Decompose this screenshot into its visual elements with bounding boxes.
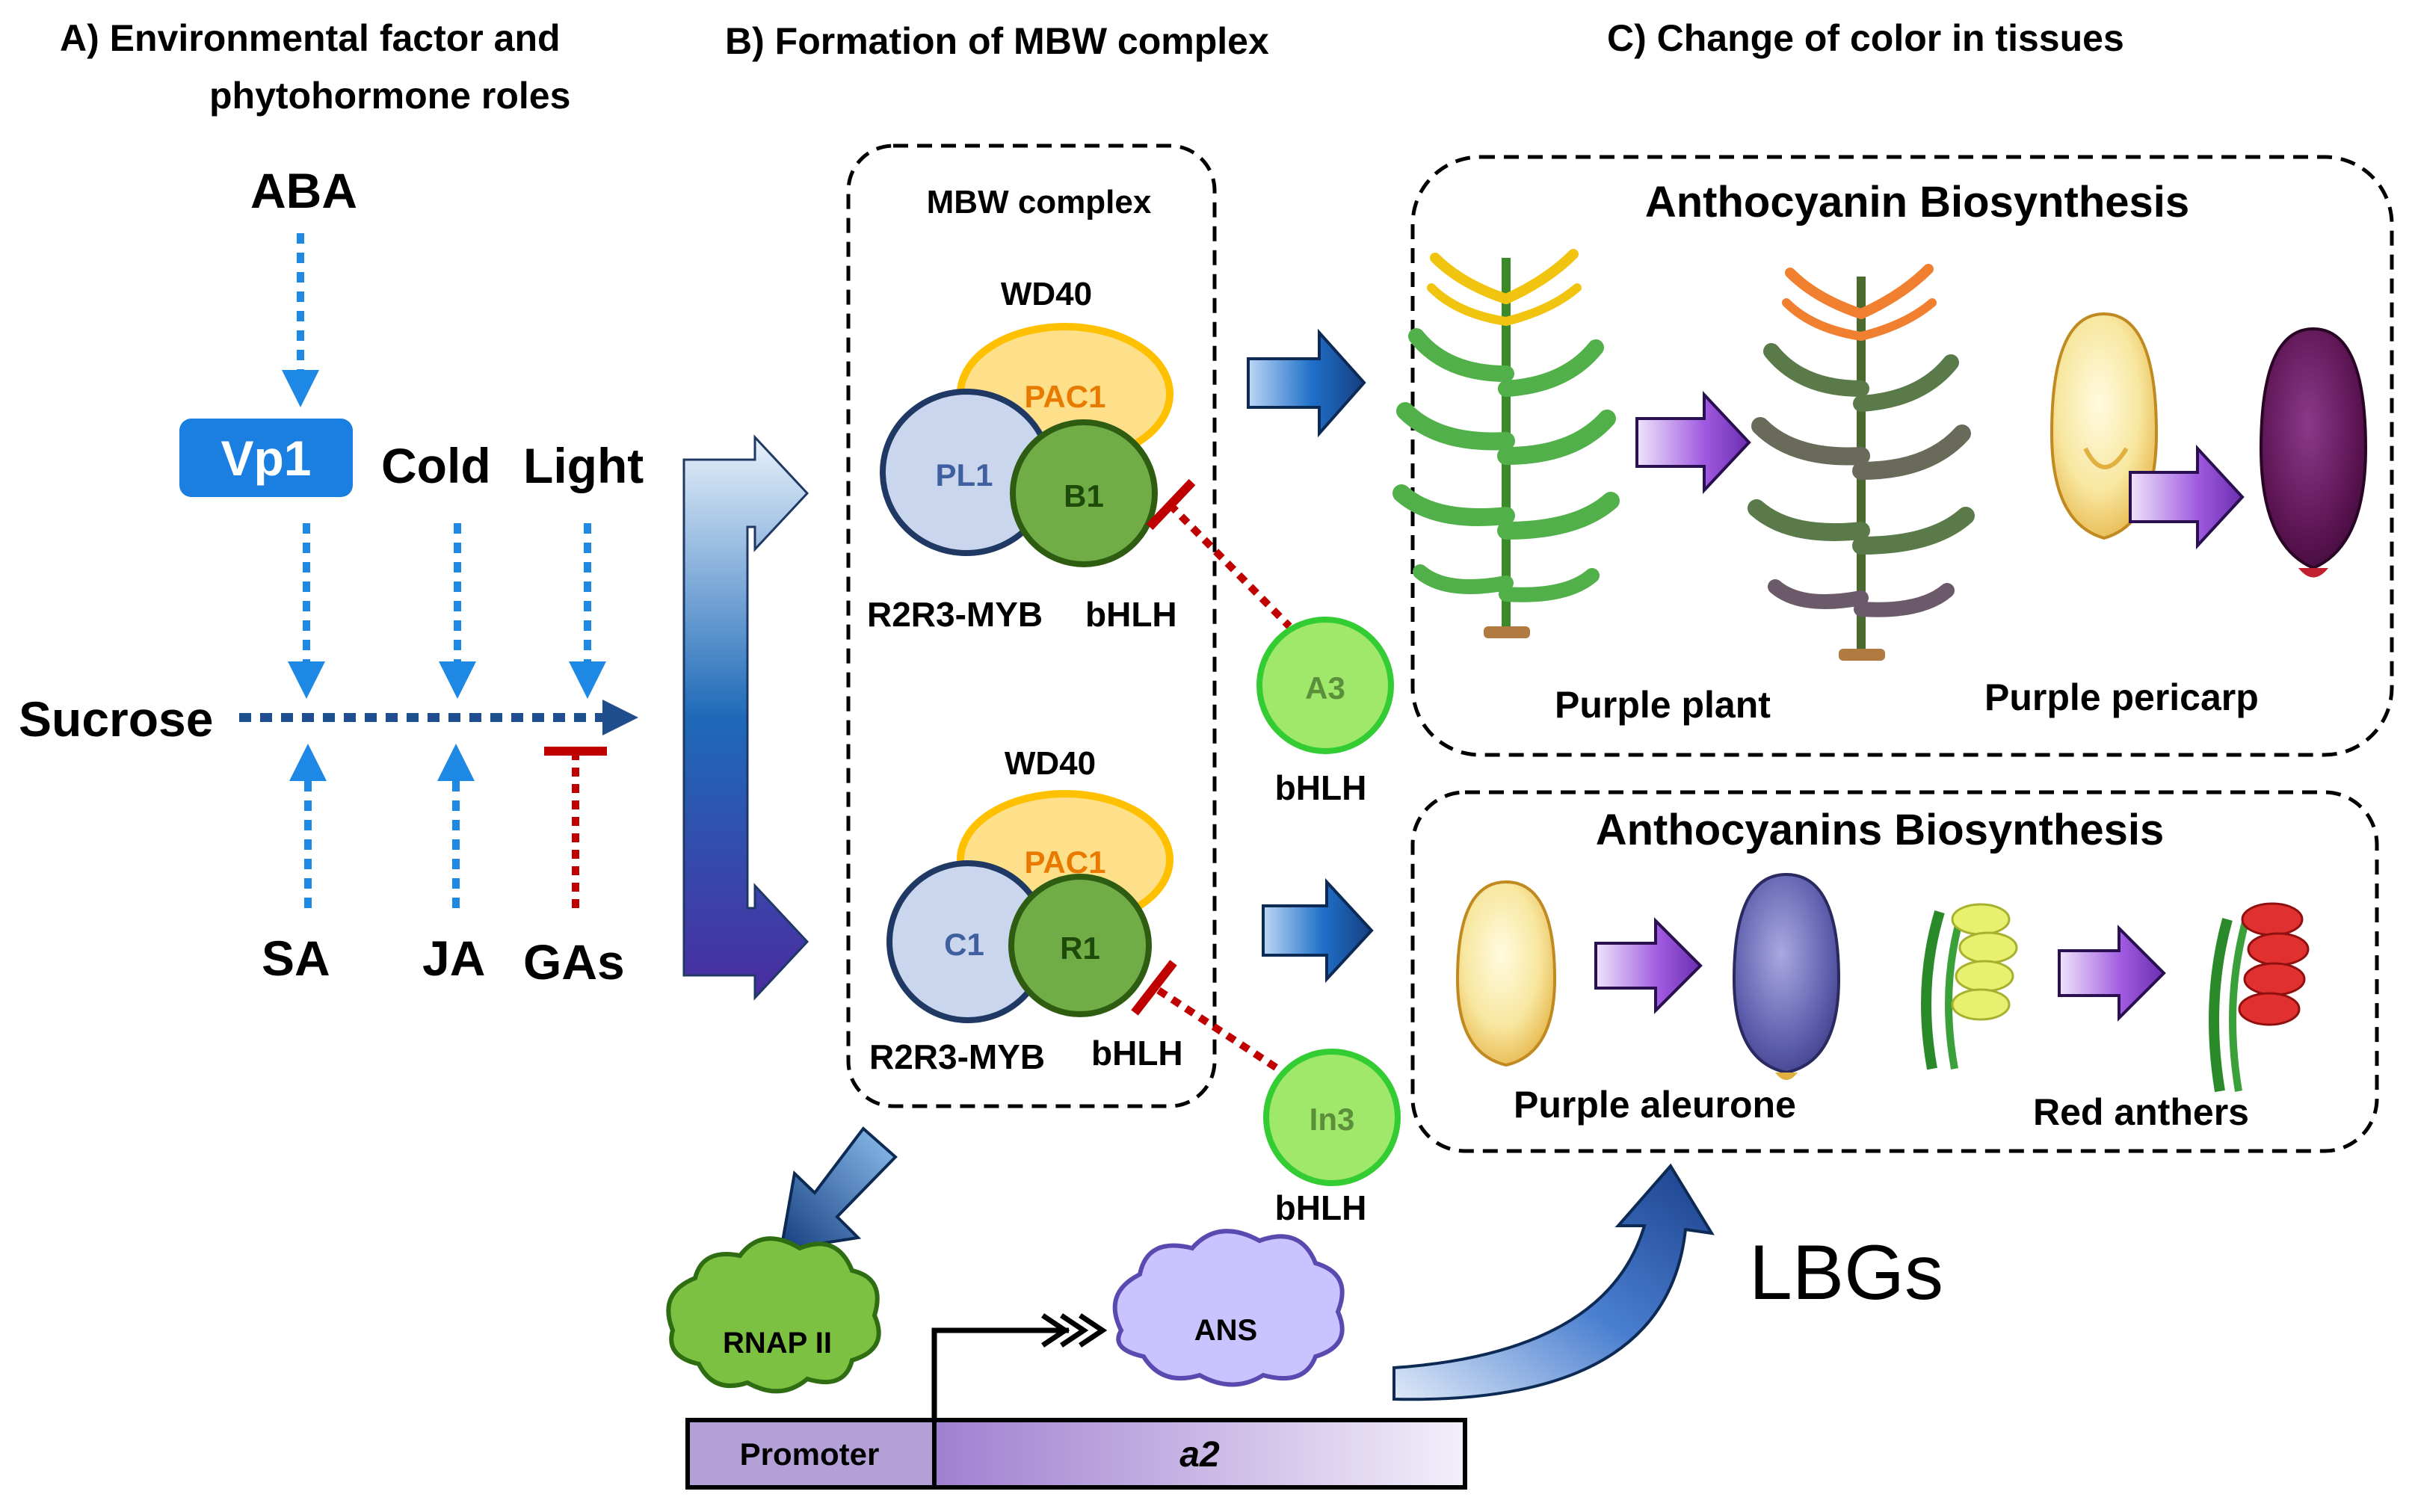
- complex1-to-box1-arrow: [1247, 328, 1366, 438]
- cold-label: Cold: [381, 438, 491, 493]
- a3-inhibit-line: [1167, 502, 1292, 629]
- in3-repressor: In3 bHLH: [1131, 960, 1401, 1227]
- wd40-label-1: WD40: [1001, 276, 1092, 312]
- red-anthers-caption: Red anthers: [2033, 1091, 2249, 1133]
- gas-label: GAs: [523, 934, 625, 990]
- tissue-box-2: [1410, 790, 2379, 1153]
- pl1-label: PL1: [935, 457, 993, 493]
- ans-label: ANS: [1194, 1314, 1257, 1347]
- pericarp-transition-arrow: [2129, 444, 2245, 550]
- light-label: Light: [523, 438, 644, 493]
- tissue-box-1: [1410, 155, 2394, 757]
- green-maize-plant-icon: [1392, 249, 1620, 638]
- plant-transition-arrow: [1635, 390, 1751, 495]
- b1-label: B1: [1064, 478, 1104, 513]
- a3-bhlh-label: bHLH: [1275, 768, 1367, 807]
- tissue-box-2-title: Anthocyanins Biosynthesis: [1596, 806, 2165, 854]
- complex2-to-box2-arrow: [1262, 877, 1374, 984]
- tissue-box-1-title: Anthocyanin Biosynthesis: [1645, 178, 2189, 226]
- ans-cloud: ANS: [1112, 1229, 1345, 1387]
- in3-inhibit-bar: [1131, 960, 1177, 1016]
- a3-label: A3: [1305, 670, 1345, 706]
- r1-protein: [1008, 874, 1152, 1017]
- promoter-label: Promoter: [740, 1437, 880, 1472]
- aleurone-transition-arrow: [1594, 917, 1703, 1014]
- r2r3-myb-label-1: R2R3-MYB: [867, 595, 1043, 634]
- mbw-complex-box: [846, 144, 1217, 1108]
- red-anthers-icon: [2209, 902, 2310, 1093]
- split-bracket-arrow: [682, 434, 809, 1001]
- mbw-complex-title: MBW complex: [927, 184, 1152, 220]
- panel-b-heading: B) Formation of MBW complex: [725, 20, 1269, 62]
- svg-text:phytohormone roles: phytohormone roles: [209, 75, 570, 117]
- a3-inhibit-bar: [1146, 478, 1196, 531]
- vp1-box: [179, 419, 353, 497]
- b1-protein: [1010, 419, 1158, 567]
- svg-text:A) Environmental factor and: A) Environmental factor and: [60, 17, 561, 59]
- complex-to-rnap-arrow: [779, 1126, 898, 1252]
- promoter-region: [685, 1418, 937, 1490]
- bhlh-label-2: bHLH: [1091, 1034, 1183, 1073]
- a3-repressor: A3 bHLH: [1146, 478, 1394, 807]
- in3-label: In3: [1310, 1102, 1355, 1137]
- purple-pericarp-caption: Purple pericarp: [1984, 676, 2259, 718]
- a2-gene-label: a2: [1179, 1435, 1220, 1475]
- mbw-complex-1: WD40 PAC1 PL1 B1 R2R3-MYB bHLH: [867, 276, 1177, 634]
- purple-maize-plant-icon: [1748, 264, 1975, 661]
- ans-to-tissue-curved-arrow: [1392, 1163, 1715, 1401]
- ja-label: JA: [422, 931, 485, 986]
- purple-plant-caption: Purple plant: [1555, 684, 1771, 726]
- purple-kernel-icon: [2259, 327, 2368, 578]
- wd40-label-2: WD40: [1005, 745, 1096, 782]
- a2-gene-region: [932, 1418, 1467, 1490]
- vp1-label: Vp1: [220, 431, 311, 486]
- in3-protein: [1263, 1049, 1401, 1186]
- c1-label: C1: [944, 927, 984, 962]
- transcription-start-arrow: [931, 1327, 1069, 1446]
- aba-label: ABA: [250, 163, 357, 218]
- purple-aleurone-kernel-icon: [1732, 872, 1841, 1080]
- sa-label: SA: [262, 931, 330, 986]
- panel-a: ABA Vp1 Cold Light Sucrose SA JA GAs: [19, 163, 644, 990]
- sucrose-label: Sucrose: [19, 691, 213, 747]
- yellow-aleurone-kernel-icon: [1455, 880, 1557, 1067]
- purple-aleurone-caption: Purple aleurone: [1514, 1084, 1796, 1126]
- yellow-anthers-icon: [1921, 903, 2018, 1070]
- gene-construct: Promoter a2: [685, 1418, 1467, 1490]
- a3-protein: [1256, 617, 1394, 754]
- rnap-ii-cloud: RNAP II: [666, 1236, 881, 1394]
- r2r3-myb-label-2: R2R3-MYB: [869, 1037, 1045, 1076]
- pac1-label-2: PAC1: [1025, 845, 1106, 880]
- r1-label: R1: [1060, 931, 1100, 966]
- panel-a-heading: A) Environmental factor and phytohormone…: [60, 17, 570, 117]
- in3-bhlh-label: bHLH: [1275, 1188, 1367, 1227]
- pac1-label-1: PAC1: [1025, 379, 1106, 414]
- rnap-ii-label: RNAP II: [723, 1327, 832, 1360]
- anthers-transition-arrow: [2058, 925, 2166, 1022]
- transcription-chevrons: [1041, 1313, 1108, 1348]
- bhlh-label-1: bHLH: [1085, 595, 1177, 634]
- mbw-complex-2: WD40 PAC1 C1 R1 R2R3-MYB bHLH: [869, 745, 1183, 1076]
- panel-c-heading: C) Change of color in tissues: [1607, 17, 2124, 59]
- lbgs-label: LBGs: [1749, 1229, 1943, 1316]
